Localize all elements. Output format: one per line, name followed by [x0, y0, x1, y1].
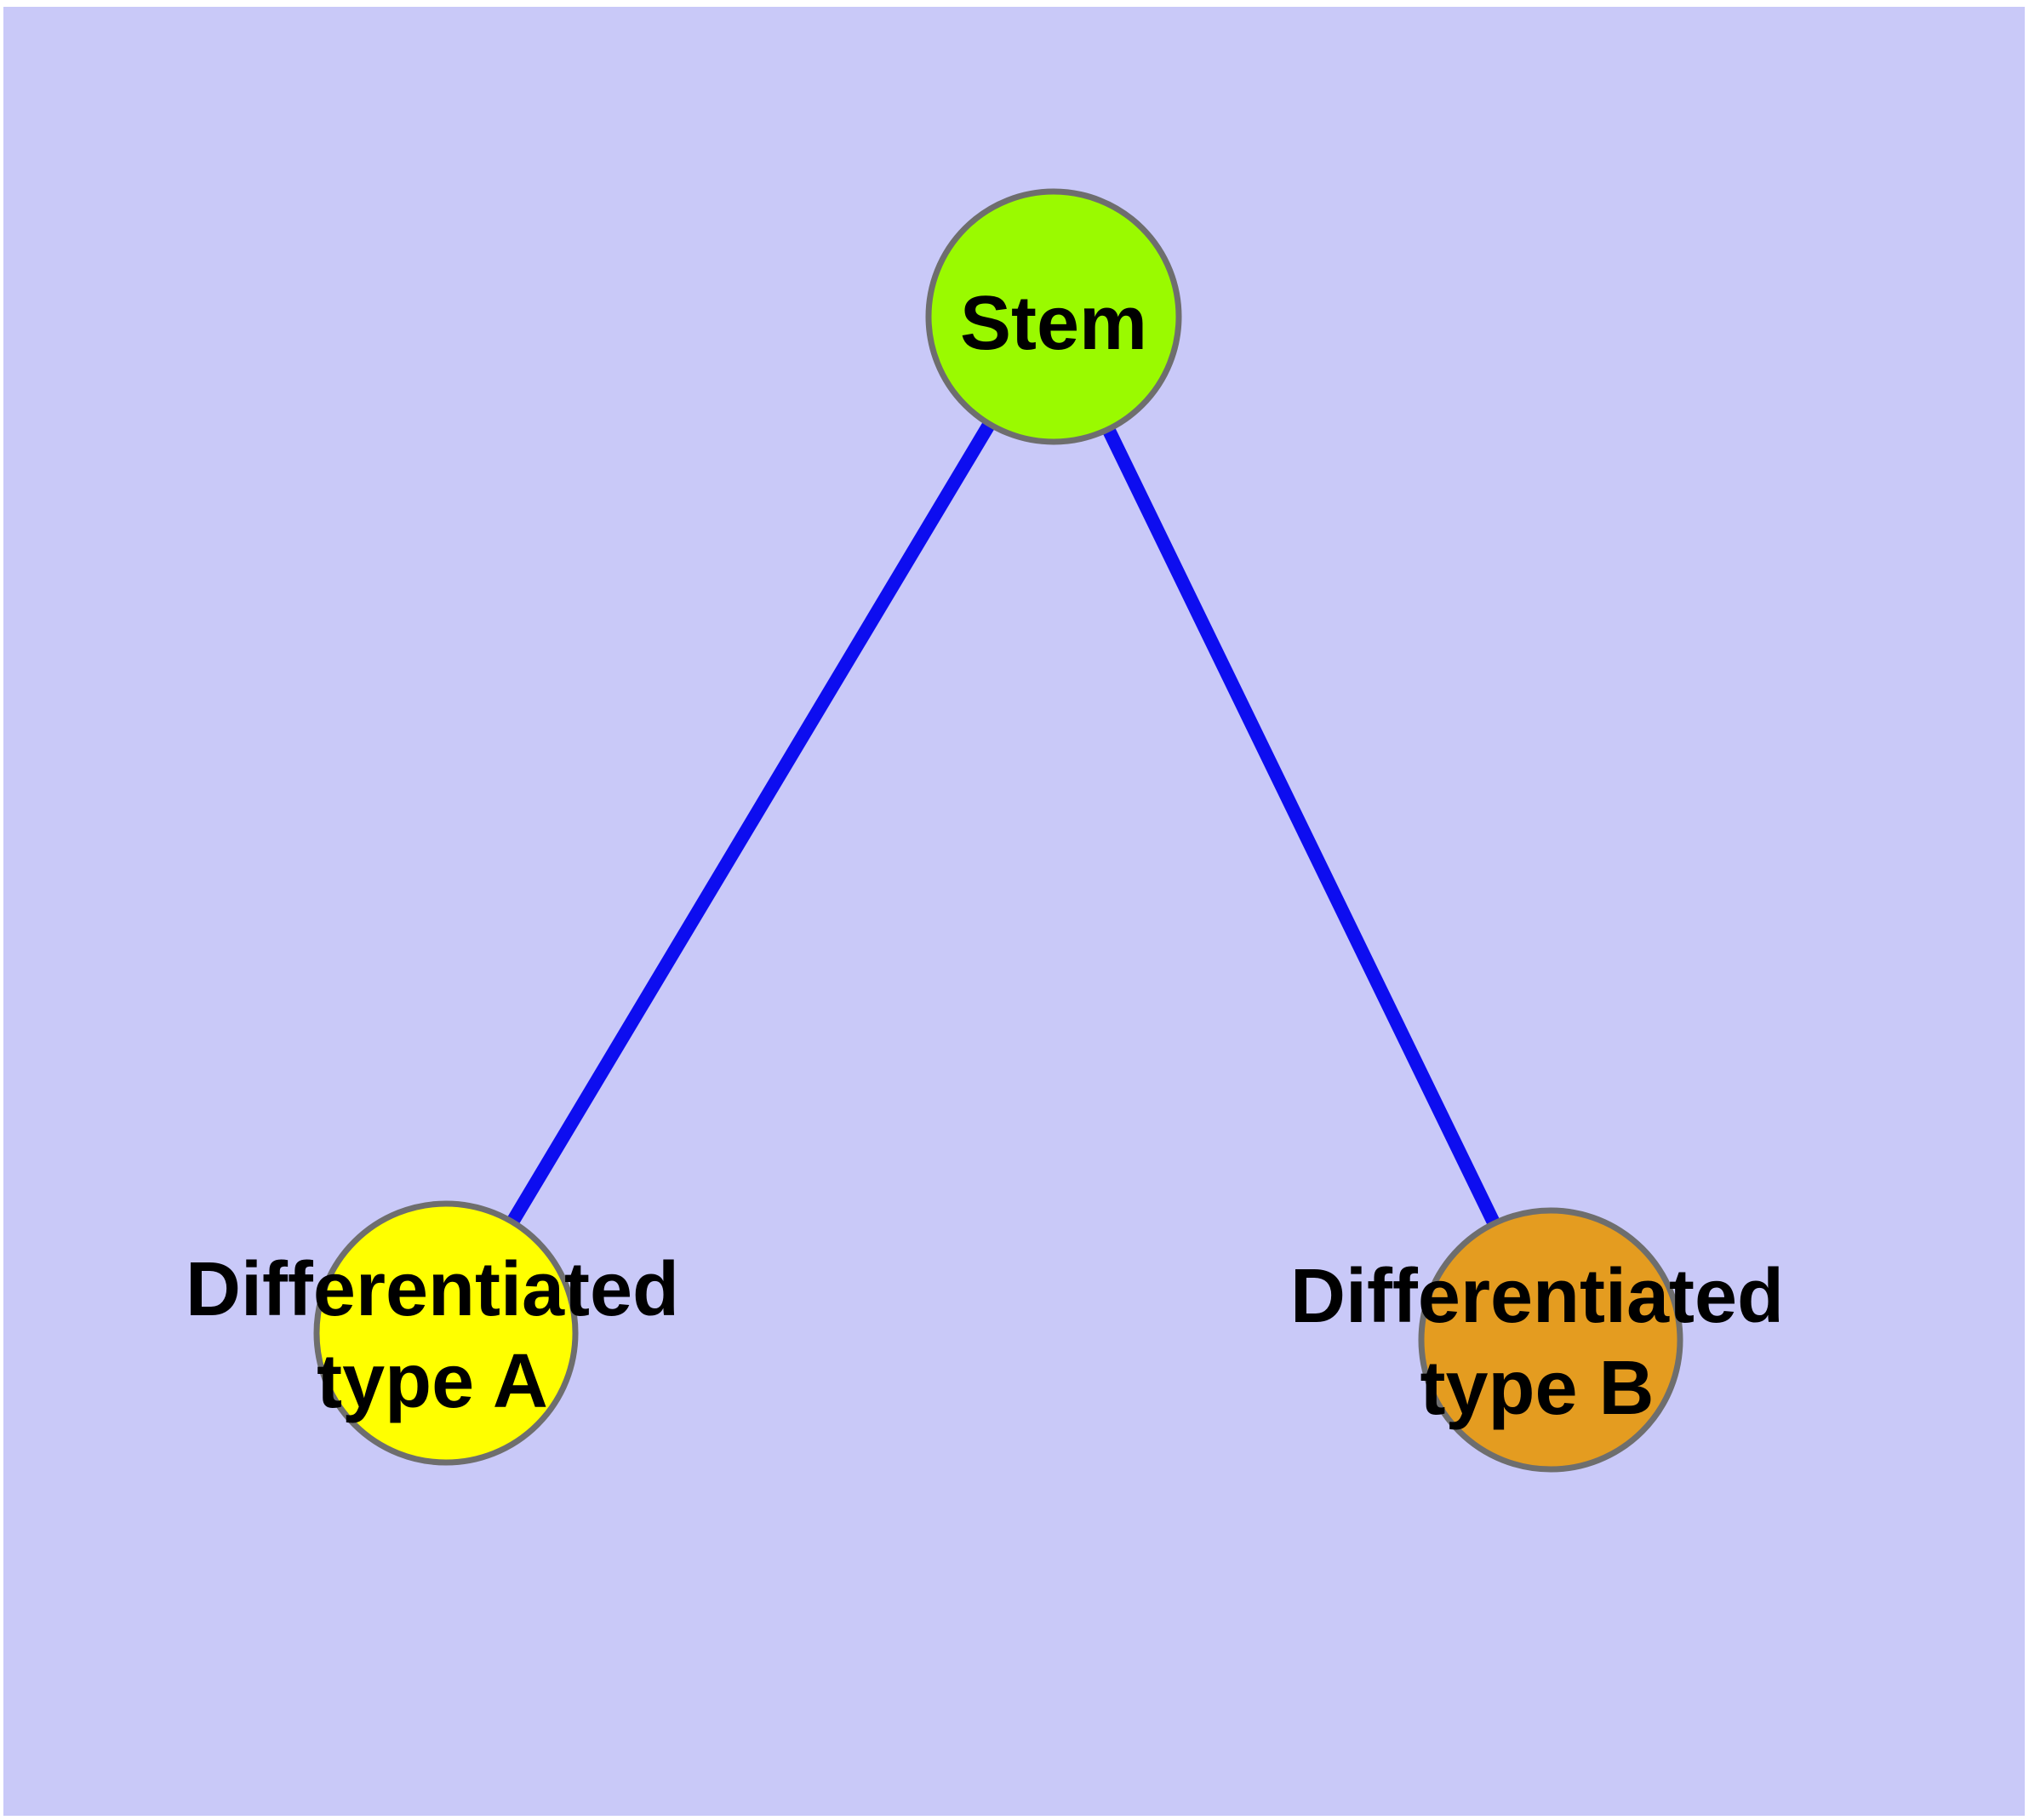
node-type-a-label-line2: type A	[317, 1339, 548, 1424]
node-stem: Stem	[925, 188, 1182, 445]
node-stem-label: Stem	[960, 281, 1147, 366]
edge-stem-to-type-b	[1047, 313, 1557, 1343]
node-differentiated-type-b: Differentiated type B	[1290, 1207, 1784, 1473]
node-type-b-label-line1: Differentiated	[1290, 1254, 1784, 1339]
node-type-a-circle	[313, 1200, 579, 1466]
edge-stem-to-type-a	[440, 312, 1060, 1337]
node-type-b-label-line2: type B	[1420, 1346, 1654, 1431]
node-differentiated-type-a: Differentiated type A	[186, 1200, 679, 1466]
node-type-a-label-line1: Differentiated	[186, 1247, 679, 1332]
node-type-b-circle	[1418, 1207, 1683, 1473]
node-stem-circle	[925, 188, 1182, 445]
